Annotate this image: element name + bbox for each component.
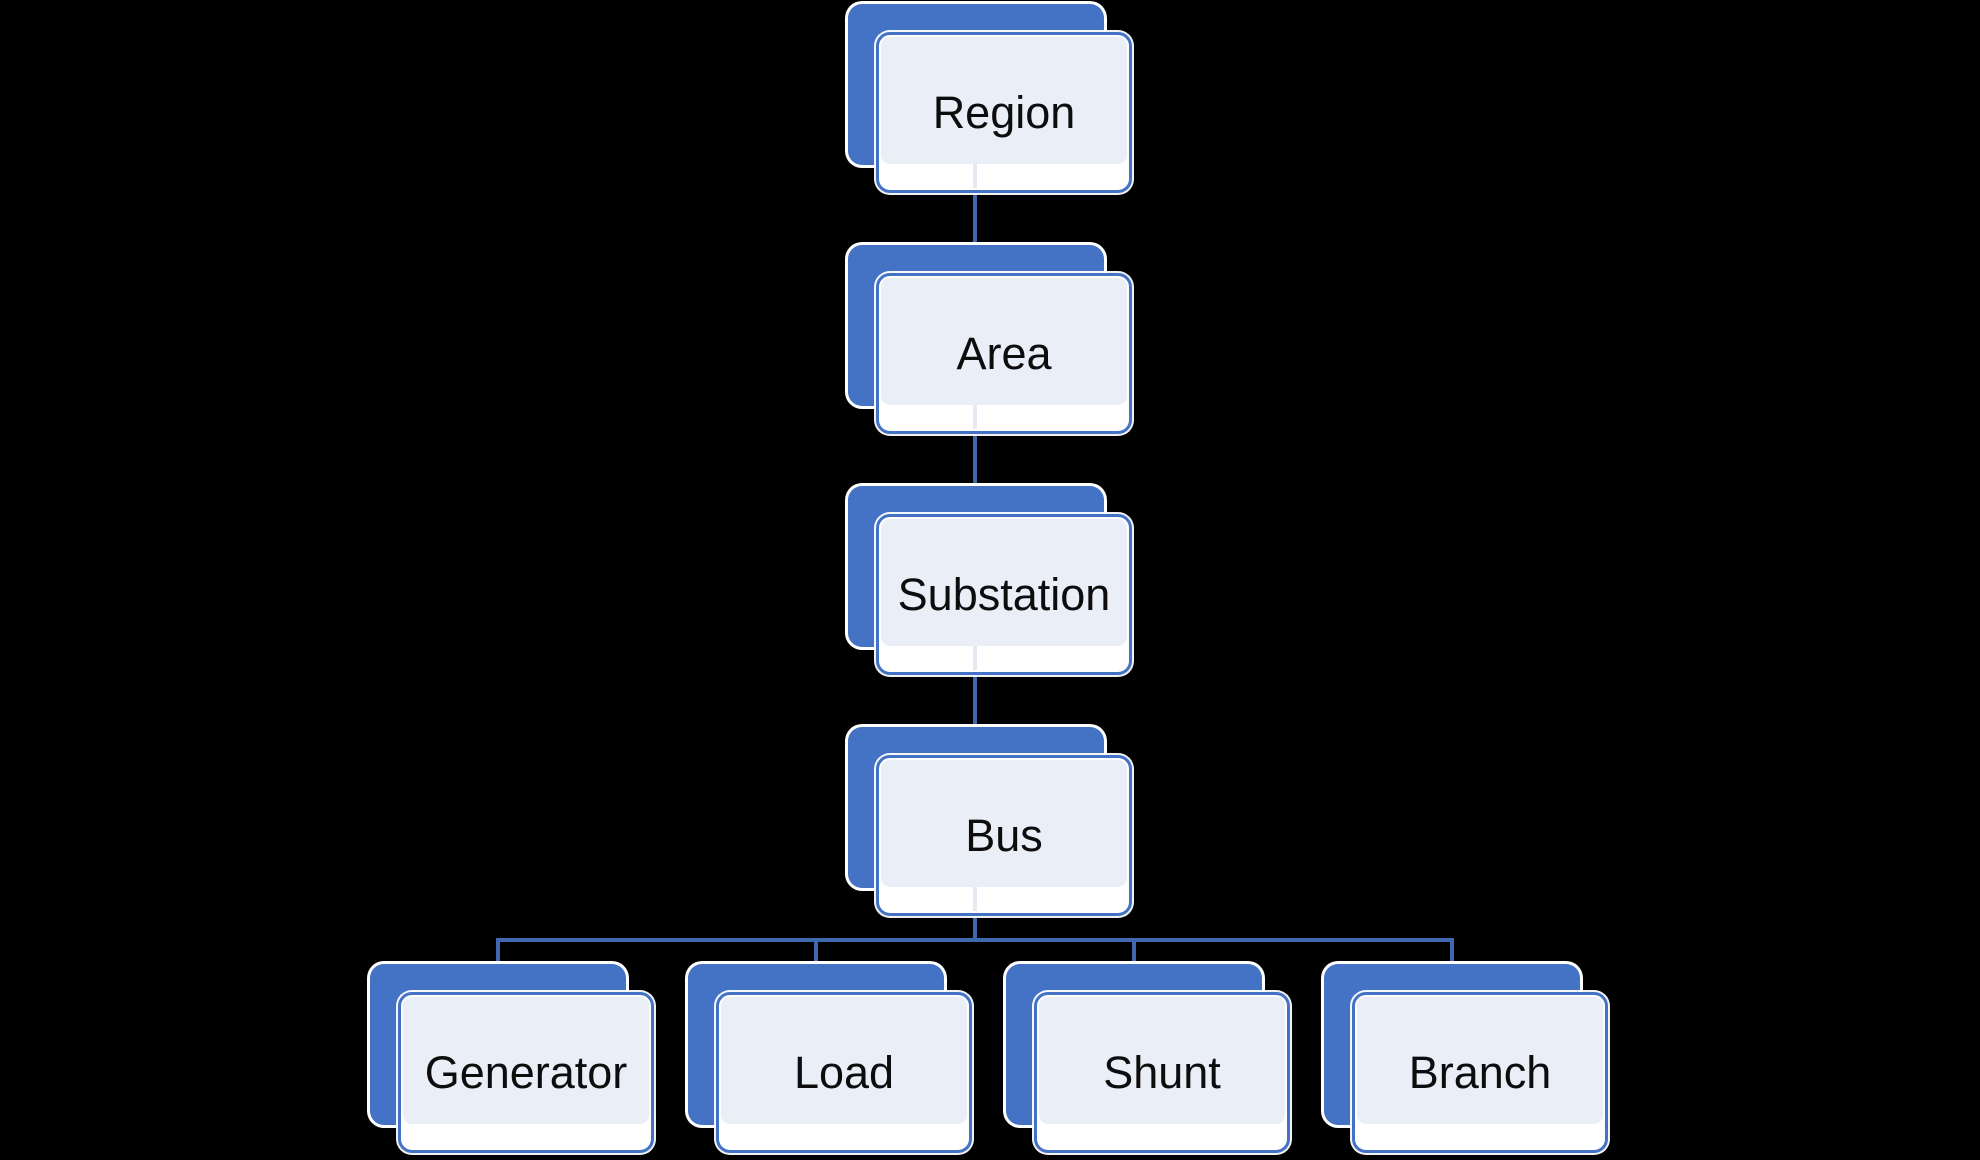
connector-substation-bus: [973, 674, 977, 730]
node-shunt-front-card: Shunt: [1034, 992, 1290, 1153]
node-region-front-card: Region: [876, 32, 1132, 193]
node-branch-label: Branch: [1408, 1047, 1552, 1098]
node-area-inner-fill: [881, 278, 1127, 405]
node-substation-connector-stub: [973, 646, 977, 670]
connector-drop-branch: [1450, 938, 1454, 966]
node-shunt-label: Shunt: [1103, 1047, 1221, 1098]
node-bus: Bus: [848, 727, 1132, 916]
connector-drop-generator: [496, 938, 500, 966]
node-area-front-card: Area: [876, 273, 1132, 434]
node-bus-inner-fill: [881, 760, 1127, 887]
connector-bus-rail: [973, 915, 977, 942]
connector-area-substation: [973, 433, 977, 489]
node-load-label: Load: [793, 1047, 895, 1098]
node-load-front-card: Load: [716, 992, 972, 1153]
node-generator-label: Generator: [424, 1047, 628, 1098]
node-region-inner-fill: [881, 37, 1127, 164]
node-region-label: Region: [932, 87, 1076, 138]
node-generator-front-card: Generator: [398, 992, 654, 1153]
node-region-connector-stub: [973, 164, 977, 188]
connector-region-area: [973, 192, 977, 248]
node-shunt: Shunt: [1006, 964, 1290, 1153]
node-substation: Substation: [848, 486, 1132, 675]
node-load: Load: [688, 964, 972, 1153]
node-bus-label: Bus: [965, 810, 1043, 861]
node-branch-front-card: Branch: [1352, 992, 1608, 1153]
connector-drop-load: [814, 938, 818, 966]
node-substation-front-card: Substation: [876, 514, 1132, 675]
node-load-inner-fill: [721, 997, 967, 1124]
node-branch: Branch: [1324, 964, 1608, 1153]
node-substation-inner-fill: [881, 519, 1127, 646]
node-generator: Generator: [370, 964, 654, 1153]
node-area-label: Area: [956, 328, 1052, 379]
node-bus-connector-stub: [973, 887, 977, 911]
node-bus-front-card: Bus: [876, 755, 1132, 916]
connector-drop-shunt: [1132, 938, 1136, 966]
node-shunt-inner-fill: [1039, 997, 1285, 1124]
node-area: Area: [848, 245, 1132, 434]
node-area-connector-stub: [973, 405, 977, 429]
node-region: Region: [848, 4, 1132, 193]
node-substation-label: Substation: [897, 569, 1111, 620]
connector-rail: [496, 938, 1454, 942]
node-generator-inner-fill: [403, 997, 649, 1124]
node-branch-inner-fill: [1357, 997, 1603, 1124]
